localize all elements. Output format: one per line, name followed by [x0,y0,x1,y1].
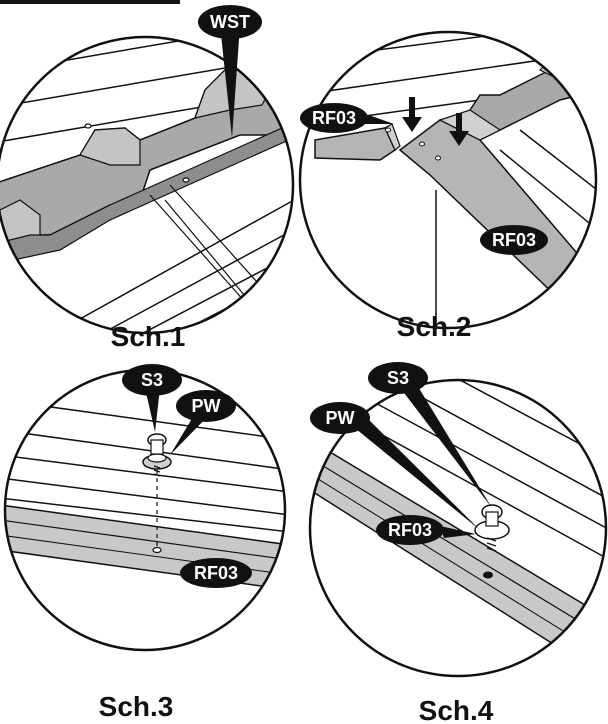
caption-sch3: Sch.3 [99,691,174,722]
flashing-left [314,127,396,161]
callout-bubble [300,103,368,133]
panel-sch1: WST Sch.1 [0,5,295,352]
label-rf03: RF03 [492,230,536,250]
callout-bubble [180,558,252,588]
label-pw: PW [192,396,221,416]
detail-circle [298,30,598,330]
header-bar [0,0,180,4]
label-s3: S3 [141,370,163,390]
ridge-cap-rf03 [398,119,596,301]
caption-sch2: Sch.2 [397,311,472,342]
detail-circle [3,368,287,652]
label-s3: S3 [387,368,409,388]
label-rf03: RF03 [312,108,356,128]
rail-rf03 [310,438,606,676]
callout-pointer [220,25,240,138]
label-rf03: RF03 [194,563,238,583]
detail-circle [308,378,608,678]
callout-bubble [368,362,428,394]
callout-bubble [198,5,262,39]
caption-sch1: Sch.1 [111,321,186,352]
panel-sch2: RF03 RF03 Sch.2 [298,30,598,342]
callout-bubble [376,515,444,545]
callout-bubble [176,390,236,422]
label-wst: WST [210,12,250,32]
detail-circle [0,35,295,335]
screw-icon [474,504,510,552]
caption-sch4: Sch.4 [419,695,494,724]
screw-icon [142,433,172,477]
panel-sch4: S3 PW RF03 Sch.4 [308,362,608,724]
label-rf03: RF03 [388,520,432,540]
callout-bubble [310,402,370,434]
panel-sch3: S3 PW RF03 Sch.3 [3,364,287,722]
callout-bubble [122,364,182,396]
label-pw: PW [326,408,355,428]
arrow-down-icon [449,113,469,146]
arrow-down-icon [402,97,422,132]
callout-bubble [480,225,548,255]
